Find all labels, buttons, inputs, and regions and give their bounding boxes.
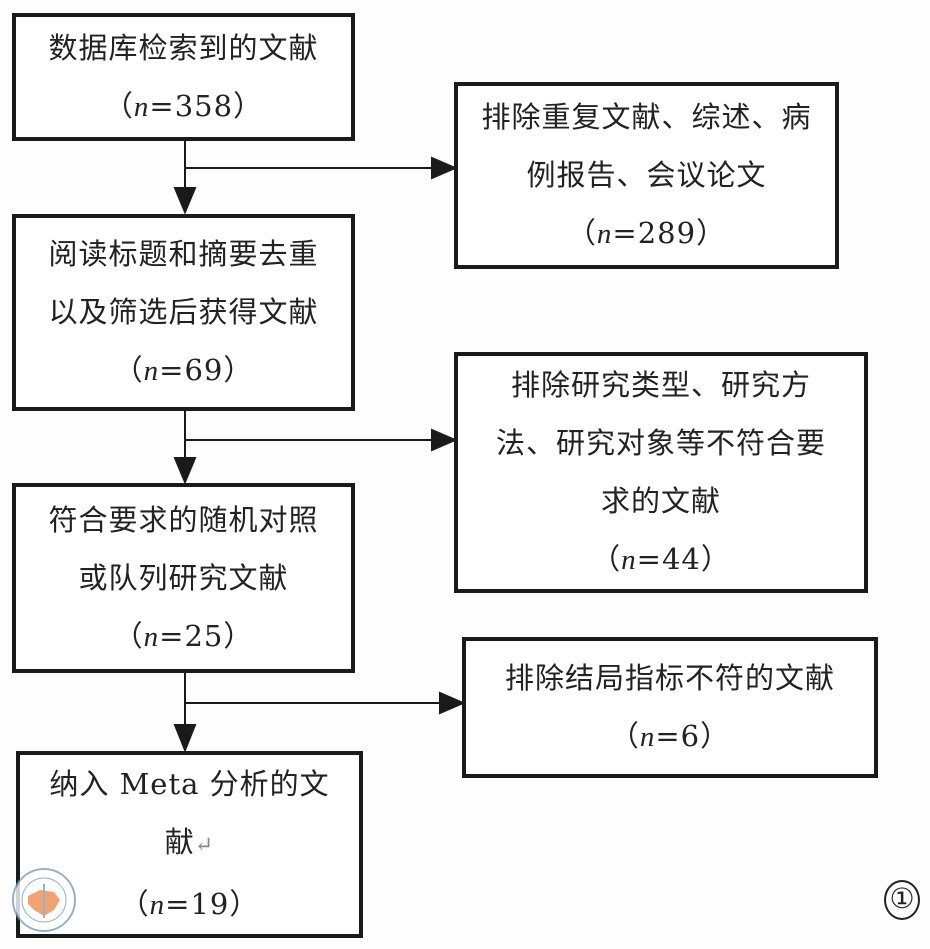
- count-label: （n=6）: [610, 707, 730, 766]
- count-label: （n=19）: [120, 875, 260, 934]
- association-logo-watermark: [12, 868, 76, 932]
- count-value: =25）: [159, 618, 254, 653]
- count-value: =6）: [655, 719, 731, 753]
- box-text: 献: [164, 825, 195, 859]
- box-text: 例报告、会议论文: [526, 158, 767, 192]
- box-eligible: 符合要求的随机对照 或队列研究文献 （n=25）: [12, 483, 355, 673]
- box-text: 排除结局指标不符的文献: [504, 661, 835, 695]
- count-var: n: [133, 90, 150, 123]
- count-open: （: [113, 618, 144, 653]
- count-open: （: [609, 719, 640, 753]
- count-var: n: [143, 355, 160, 387]
- box-text: 纳入 Meta 分析的文: [49, 767, 330, 801]
- count-var: n: [149, 889, 166, 921]
- count-open: （: [591, 542, 622, 576]
- box-text: 以及筛选后获得文献: [48, 295, 319, 329]
- box-text: 排除重复文献、综述、病: [481, 100, 812, 134]
- count-value: =289）: [612, 216, 727, 250]
- box-excluded-outcomes: 排除结局指标不符的文献 （n=6）: [462, 637, 878, 778]
- box-excluded-duplicates: 排除重复文献、综述、病 例报告、会议论文 （n=289）: [454, 82, 839, 269]
- box-text: 排除研究类型、研究方: [510, 368, 811, 402]
- box-records-identified: 数据库检索到的文献 （n=358）: [12, 13, 355, 141]
- count-var: n: [143, 620, 160, 653]
- box-excluded-study-type: 排除研究类型、研究方 法、研究对象等不符合要 求的文献 （n=44）: [454, 352, 868, 593]
- count-var: n: [639, 721, 656, 753]
- count-open: （: [103, 88, 134, 123]
- count-value: =69）: [159, 353, 254, 387]
- count-label: （n=289）: [567, 204, 726, 263]
- count-var: n: [621, 544, 637, 576]
- count-label: （n=44）: [591, 530, 731, 589]
- count-open: （: [566, 216, 597, 250]
- count-var: n: [596, 218, 613, 250]
- box-text: 符合要求的随机对照: [48, 502, 319, 537]
- count-value: =358）: [149, 88, 264, 123]
- box-text: 数据库检索到的文献: [48, 30, 319, 65]
- box-text: 法、研究对象等不符合要: [495, 426, 826, 460]
- box-text: 求的文献: [600, 484, 721, 518]
- count-open: （: [113, 353, 144, 387]
- return-mark: ↵: [194, 833, 215, 858]
- box-text: 阅读标题和摘要去重: [48, 237, 319, 271]
- count-label: （n=69）: [114, 341, 254, 400]
- count-value: =44）: [636, 542, 731, 576]
- box-text: 或队列研究文献: [78, 560, 289, 595]
- count-label: （n=358）: [104, 77, 263, 136]
- box-screened: 阅读标题和摘要去重 以及筛选后获得文献 （n=69）: [12, 214, 355, 411]
- count-open: （: [119, 887, 150, 921]
- box-text-line: 献↵: [165, 813, 214, 875]
- count-label: （n=25）: [114, 607, 254, 666]
- figure-label: ①: [884, 880, 920, 920]
- count-value: =19）: [165, 887, 260, 921]
